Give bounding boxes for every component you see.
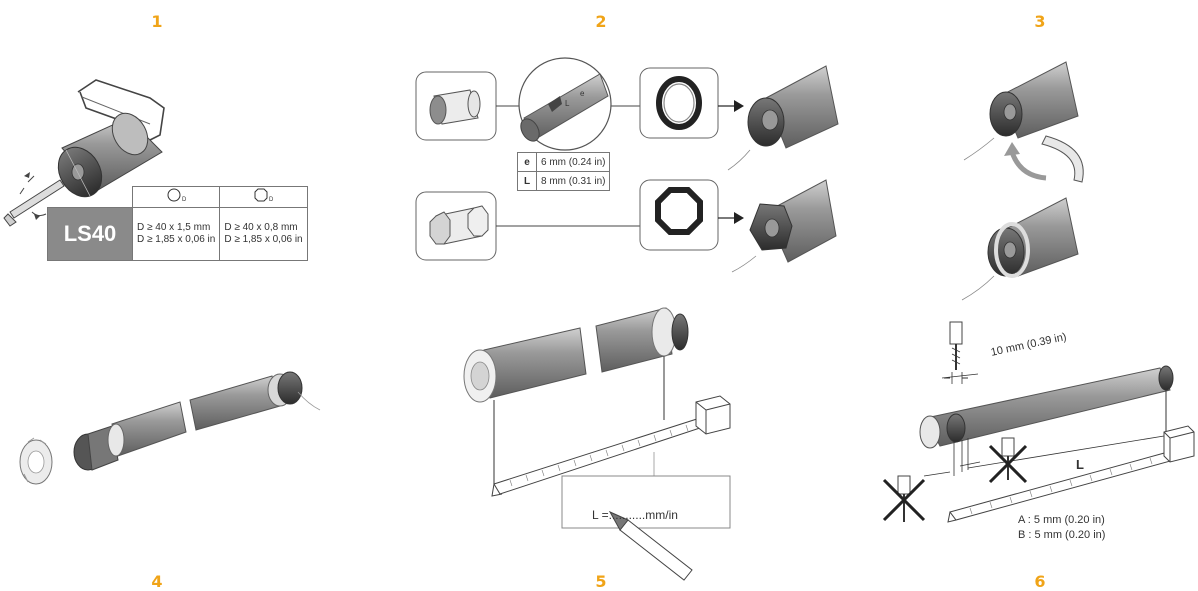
step-number-1: 1 — [151, 12, 163, 31]
dimension-b-label: B : 5 mm (0.20 in) — [1018, 529, 1106, 541]
detail-label-l: L — [565, 99, 570, 108]
round-tube-spec: D ≥ 40 x 1,5 mm D ≥ 1,85 x 0,06 in — [131, 207, 221, 261]
step-number-4: 4 — [151, 572, 163, 591]
step2-adapter-illustration — [415, 57, 839, 273]
measure-label: L =...........mm/in — [592, 508, 678, 522]
step3-clip-illustration — [961, 61, 1084, 301]
svg-text:D: D — [182, 197, 187, 203]
octagonal-tube-spec: D ≥ 40 x 0,8 mm D ≥ 1,85 x 0,06 in — [219, 207, 308, 261]
dim-value-e: 6 mm (0.24 in) — [535, 152, 611, 172]
step-number-6: 6 — [1034, 572, 1046, 591]
round-spec-line1: D ≥ 40 x 1,5 mm — [137, 222, 211, 233]
model-label: LS40 — [47, 207, 133, 261]
dim-key-l: L — [517, 171, 537, 191]
step6-drill-illustration — [882, 321, 1195, 523]
step-number-5: 5 — [595, 572, 607, 591]
step-number-3: 3 — [1034, 12, 1046, 31]
octagonal-spec-line1: D ≥ 40 x 0,8 mm — [224, 222, 298, 233]
step5-measure-illustration — [463, 307, 731, 581]
dim-value-l: 8 mm (0.31 in) — [535, 171, 611, 191]
tube-spec-table: D D LS40 D ≥ 40 x 1,5 mm D ≥ 1,85 x 0,06… — [47, 186, 308, 261]
octagonal-spec-line2: D ≥ 1,85 x 0,06 in — [224, 234, 303, 245]
step1-hacksaw-illustration — [3, 79, 165, 227]
step4-motor-illustration — [19, 371, 321, 485]
svg-text:D: D — [269, 197, 274, 203]
dim-key-e: e — [517, 152, 537, 172]
dimension-a-label: A : 5 mm (0.20 in) — [1018, 514, 1105, 526]
round-tube-icon: D — [131, 186, 221, 208]
detail-label-e: e — [580, 89, 585, 98]
length-label: L — [1076, 457, 1084, 472]
octagonal-tube-icon: D — [219, 186, 308, 208]
step-number-2: 2 — [595, 12, 607, 31]
round-spec-line2: D ≥ 1,85 x 0,06 in — [137, 234, 216, 245]
adapter-dimension-table: e 6 mm (0.24 in) L 8 mm (0.31 in) — [517, 152, 611, 191]
